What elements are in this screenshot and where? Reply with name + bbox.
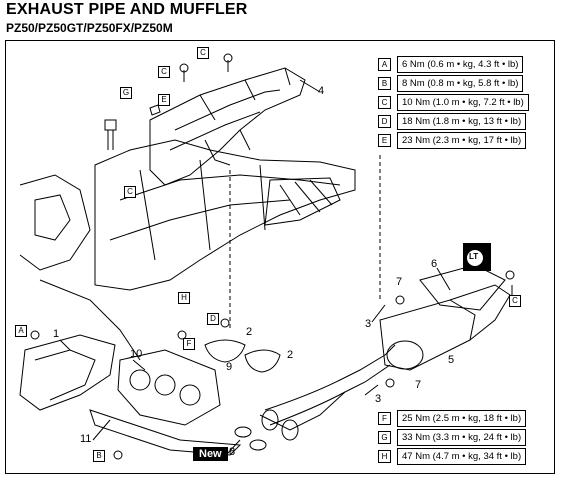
torque-row-h: H 47 Nm (4.7 m • kg, 34 ft • lb) (378, 448, 527, 465)
exhaust-pipe-part (264, 344, 396, 411)
torque-row-g: G 33 Nm (3.3 m • kg, 24 ft • lb) (378, 429, 527, 446)
callout-7a: 7 (396, 276, 403, 288)
tag-f: F (183, 338, 195, 350)
tag-d: D (207, 313, 219, 325)
rear-frame-part (149, 67, 306, 186)
tag-c-1: C (197, 47, 209, 59)
callout-9: 9 (226, 361, 233, 373)
callout-3a: 3 (365, 318, 372, 330)
callout-6: 6 (431, 258, 438, 270)
tag-b: B (93, 450, 105, 462)
clamp-part (204, 339, 246, 363)
torque-letter: F (378, 412, 391, 425)
heat-cover-part (19, 334, 116, 411)
torque-value: 10 Nm (1.0 m • kg, 7.2 ft • lb) (397, 94, 529, 111)
model-list: PZ50/PZ50GT/PZ50FX/PZ50M (6, 21, 173, 35)
torque-value: 25 Nm (2.5 m • kg, 18 ft • lb) (397, 410, 527, 427)
torque-letter: D (378, 115, 391, 128)
callout-3b: 3 (375, 393, 382, 405)
page-title: EXHAUST PIPE AND MUFFLER (6, 1, 248, 18)
torque-row-a: A 6 Nm (0.6 m • kg, 4.3 ft • lb) (378, 56, 524, 73)
torque-value: 8 Nm (0.8 m • kg, 5.8 ft • lb) (397, 75, 524, 92)
torque-value: 47 Nm (4.7 m • kg, 34 ft • lb) (397, 448, 527, 465)
diagram-frame (5, 40, 555, 474)
tag-c-3: C (124, 186, 136, 198)
tag-a: A (15, 325, 27, 337)
tag-g: G (120, 87, 132, 99)
torque-letter: B (378, 77, 391, 90)
locktite-icon: LT (462, 242, 492, 272)
torque-letter: C (378, 96, 391, 109)
torque-value: 6 Nm (0.6 m • kg, 4.3 ft • lb) (397, 56, 524, 73)
callout-5: 5 (448, 354, 455, 366)
muffler-part (379, 299, 476, 371)
gasket-part (117, 349, 221, 426)
lt-label: LT (469, 252, 479, 261)
torque-row-c: C 10 Nm (1.0 m • kg, 7.2 ft • lb) (378, 94, 529, 111)
tag-c-4: C (509, 295, 521, 307)
new-badge: New (193, 447, 228, 461)
callout-8: 8 (229, 446, 236, 458)
callout-10: 10 (130, 348, 143, 360)
frame-body-part (94, 139, 356, 291)
torque-letter: G (378, 431, 391, 444)
callout-7b: 7 (415, 379, 422, 391)
tag-c-2: C (158, 66, 170, 78)
torque-letter: A (378, 58, 391, 71)
torque-row-e: E 23 Nm (2.3 m • kg, 17 ft • lb) (378, 132, 527, 149)
torque-value: 33 Nm (3.3 m • kg, 24 ft • lb) (397, 429, 527, 446)
callout-11: 11 (80, 433, 92, 445)
torque-letter: H (378, 450, 391, 463)
torque-row-d: D 18 Nm (1.8 m • kg, 13 ft • lb) (378, 113, 527, 130)
callout-2b: 2 (287, 349, 294, 361)
callout-4: 4 (318, 85, 325, 97)
tag-e: E (158, 94, 170, 106)
callout-1: 1 (53, 328, 60, 340)
torque-row-b: B 8 Nm (0.8 m • kg, 5.8 ft • lb) (378, 75, 524, 92)
torque-value: 23 Nm (2.3 m • kg, 17 ft • lb) (397, 132, 527, 149)
torque-letter: E (378, 134, 391, 147)
torque-value: 18 Nm (1.8 m • kg, 13 ft • lb) (397, 113, 527, 130)
gasket-ring-part (234, 426, 252, 438)
callout-2a: 2 (246, 326, 253, 338)
torque-row-f: F 25 Nm (2.5 m • kg, 18 ft • lb) (378, 410, 527, 427)
tag-h: H (178, 292, 190, 304)
